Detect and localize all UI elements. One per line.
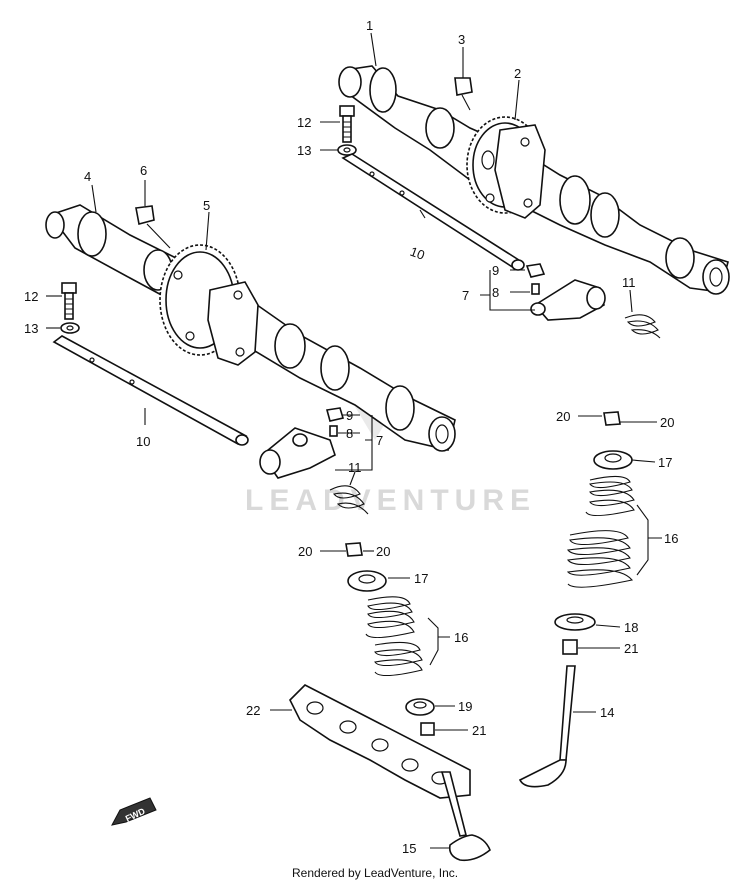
spring-11-lower bbox=[329, 485, 369, 515]
callout-8-lower: 8 bbox=[346, 426, 353, 441]
bolt-3 bbox=[454, 77, 473, 111]
callout-4: 4 bbox=[84, 169, 91, 184]
callout-5: 5 bbox=[203, 198, 210, 213]
callout-12-lower: 12 bbox=[24, 289, 38, 304]
callout-21-right: 21 bbox=[624, 641, 638, 656]
footer-credit: Rendered by LeadVenture, Inc. bbox=[292, 866, 458, 880]
callout-20-left-a: 20 bbox=[298, 544, 312, 559]
sprocket-lower bbox=[159, 244, 259, 366]
callout-11-lower: 11 bbox=[348, 460, 362, 475]
retainer-17-right bbox=[593, 450, 633, 470]
callout-17-right: 17 bbox=[658, 455, 672, 470]
callout-9-upper: 9 bbox=[492, 263, 499, 278]
spring-16-right bbox=[566, 475, 635, 588]
seal-21-left bbox=[420, 722, 435, 736]
cotter-20-right bbox=[603, 411, 621, 426]
seal-21-right bbox=[562, 639, 578, 655]
valve-14 bbox=[518, 665, 576, 788]
callout-12-upper: 12 bbox=[297, 115, 311, 130]
callout-15: 15 bbox=[402, 841, 416, 856]
callout-16-left: 16 bbox=[454, 630, 468, 645]
callout-10-lower: 10 bbox=[136, 434, 150, 449]
rocker-shaft-lower bbox=[52, 335, 249, 446]
washer-13-lower bbox=[60, 322, 80, 334]
washer-13-upper bbox=[337, 144, 357, 156]
callout-13-lower: 13 bbox=[24, 321, 38, 336]
callout-21-left: 21 bbox=[472, 723, 486, 738]
seat-19 bbox=[405, 698, 435, 716]
nut-9-lower bbox=[325, 407, 345, 422]
callout-7-lower: 7 bbox=[376, 433, 383, 448]
callout-1: 1 bbox=[366, 18, 373, 33]
callout-22: 22 bbox=[246, 703, 260, 718]
bolt-12-lower bbox=[61, 282, 77, 320]
seat-18 bbox=[554, 613, 596, 631]
rocker-arm-upper bbox=[530, 279, 606, 321]
cotter-20-left bbox=[345, 542, 363, 557]
sprocket-upper bbox=[466, 116, 546, 219]
watermark: LEADVENTURE bbox=[245, 484, 536, 517]
bolt-12-upper bbox=[339, 105, 355, 143]
screw-8-upper bbox=[531, 283, 540, 295]
callout-2: 2 bbox=[514, 66, 521, 81]
callout-6: 6 bbox=[140, 163, 147, 178]
plate-22 bbox=[289, 684, 471, 799]
callout-16-right: 16 bbox=[664, 531, 678, 546]
fwd-arrow-icon: FWD bbox=[111, 797, 157, 826]
callout-3: 3 bbox=[458, 32, 465, 47]
spring-16-left bbox=[365, 596, 423, 677]
bolt-6 bbox=[135, 205, 171, 249]
rocker-arm-lower bbox=[259, 427, 336, 479]
valve-15 bbox=[440, 771, 491, 862]
callout-9-lower: 9 bbox=[346, 408, 353, 423]
callout-19: 19 bbox=[458, 699, 472, 714]
callout-8-upper: 8 bbox=[492, 285, 499, 300]
callout-17-left: 17 bbox=[414, 571, 428, 586]
nut-9-upper bbox=[525, 263, 546, 278]
callout-20-right-a: 20 bbox=[556, 409, 570, 424]
retainer-17-left bbox=[347, 570, 387, 592]
callouts: 1 3 2 12 13 10 9 8 7 11 4 6 5 12 13 10 9… bbox=[24, 18, 678, 856]
callout-7-upper: 7 bbox=[462, 288, 469, 303]
screw-8-lower bbox=[329, 425, 338, 437]
callout-20-left-b: 20 bbox=[376, 544, 390, 559]
spring-11-upper bbox=[624, 314, 661, 339]
callout-14: 14 bbox=[600, 705, 614, 720]
callout-10-upper: 10 bbox=[408, 244, 427, 263]
callout-20-right-b: 20 bbox=[660, 415, 674, 430]
callout-13-upper: 13 bbox=[297, 143, 311, 158]
callout-11-upper: 11 bbox=[622, 275, 636, 290]
leader-lines bbox=[46, 32, 662, 849]
callout-18: 18 bbox=[624, 620, 638, 635]
rocker-shaft-upper bbox=[341, 153, 525, 271]
